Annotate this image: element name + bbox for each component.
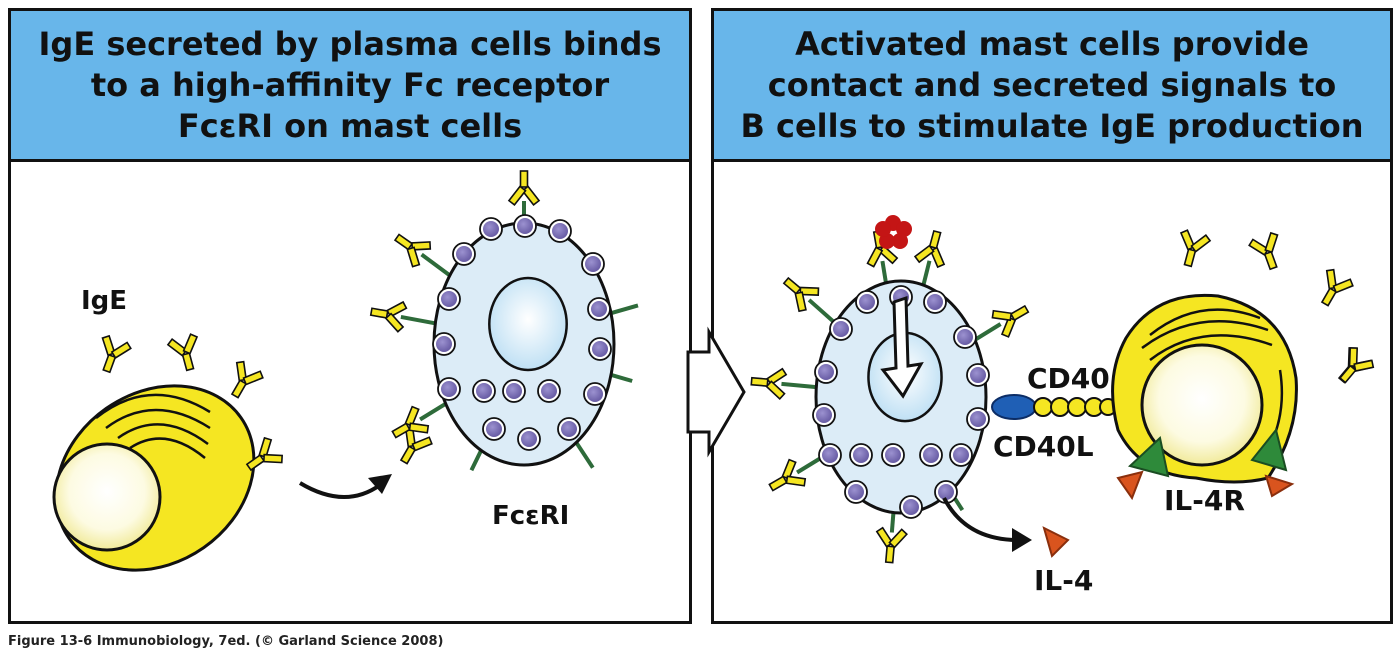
granule-core bbox=[486, 421, 502, 437]
granule-core bbox=[585, 256, 601, 272]
transition-arrow bbox=[686, 326, 746, 458]
granule-core bbox=[521, 431, 537, 447]
granule-core bbox=[561, 421, 577, 437]
left-panel-header: IgE secreted by plasma cells binds to a … bbox=[11, 11, 689, 162]
cd40-label: CD40 bbox=[1027, 362, 1110, 395]
right-panel: Activated mast cells provide contact and… bbox=[711, 8, 1393, 624]
free-ige-antibody bbox=[166, 333, 199, 372]
granule-core bbox=[970, 367, 986, 383]
il4-secretion-arrow bbox=[942, 497, 1032, 552]
plasma-cell-nucleus bbox=[52, 442, 162, 552]
granule-core bbox=[927, 294, 943, 310]
cd40-receptor bbox=[1033, 397, 1117, 417]
granule-core bbox=[903, 499, 919, 515]
fceri-label: FcεRI bbox=[492, 501, 569, 531]
ige-label: IgE bbox=[81, 286, 127, 316]
figure-caption: Figure 13-6 Immunobiology, 7ed. (© Garla… bbox=[8, 634, 444, 649]
endoplasmic-reticulum bbox=[95, 393, 211, 459]
bound-ige-antibody bbox=[750, 367, 788, 400]
antigen-icon bbox=[875, 215, 912, 249]
bound-ige-antibody bbox=[866, 230, 899, 268]
granule-core bbox=[853, 447, 869, 463]
bound-ige-antibody bbox=[393, 233, 432, 268]
left-header-line-2: to a high-affinity Fc receptor bbox=[90, 65, 610, 104]
b-cell bbox=[1111, 293, 1298, 484]
bound-ige-antibody bbox=[768, 458, 807, 492]
bound-ige-antibody bbox=[991, 304, 1030, 338]
cd40l-label: CD40L bbox=[993, 430, 1094, 463]
granule-core bbox=[859, 294, 875, 310]
right-header-line-1: Activated mast cells provide bbox=[795, 24, 1309, 63]
free-ige-antibody bbox=[1320, 268, 1354, 307]
granule-core bbox=[816, 407, 832, 423]
free-ige-antibody bbox=[101, 334, 132, 374]
free-ige-antibody bbox=[1338, 347, 1375, 384]
mast-cell-left bbox=[369, 170, 639, 472]
granule-core bbox=[822, 447, 838, 463]
il4-receptors bbox=[1127, 427, 1288, 478]
granule-core bbox=[923, 447, 939, 463]
activation-arrow bbox=[880, 295, 924, 399]
granule-core bbox=[436, 336, 452, 352]
granule-core bbox=[818, 364, 834, 380]
granule-core bbox=[441, 381, 457, 397]
il4-bound bbox=[1116, 470, 1295, 501]
granule-core bbox=[517, 218, 533, 234]
mast-cell-nucleus bbox=[488, 276, 568, 372]
binding-arrow bbox=[298, 474, 392, 499]
free-ige-antibody bbox=[230, 360, 264, 399]
bound-ige-antibody bbox=[507, 170, 541, 207]
granule-core bbox=[957, 329, 973, 345]
granule-core bbox=[833, 321, 849, 337]
granule-core bbox=[970, 411, 986, 427]
bound-ige-antibody bbox=[782, 276, 820, 313]
left-header-line-1: IgE secreted by plasma cells binds bbox=[38, 24, 662, 63]
left-header-line-3: FcεRI on mast cells bbox=[177, 106, 523, 145]
cd40l-ligand bbox=[991, 394, 1037, 420]
granule-core bbox=[483, 221, 499, 237]
granule-core bbox=[541, 383, 557, 399]
free-ige-antibody bbox=[1179, 229, 1212, 268]
mast-cell-right bbox=[750, 229, 1030, 564]
right-header-line-2: contact and secreted signals to bbox=[767, 65, 1337, 104]
il4r-label: IL-4R bbox=[1164, 484, 1245, 517]
bound-ige-antibody bbox=[391, 405, 430, 439]
right-panel-header: Activated mast cells provide contact and… bbox=[714, 11, 1390, 162]
granule-core bbox=[953, 447, 969, 463]
granule-core bbox=[591, 301, 607, 317]
granule-core bbox=[885, 447, 901, 463]
granule-core bbox=[506, 383, 522, 399]
granule-core bbox=[476, 383, 492, 399]
free-ige-antibody bbox=[245, 436, 283, 472]
granule-core bbox=[848, 484, 864, 500]
bound-ige-antibody bbox=[913, 229, 946, 269]
granule-core bbox=[938, 484, 954, 500]
free-ige-antibody bbox=[1248, 231, 1279, 271]
granule-core bbox=[592, 341, 608, 357]
granule-core bbox=[552, 223, 568, 239]
bound-ige-antibody bbox=[369, 300, 408, 333]
granule-core bbox=[587, 386, 603, 402]
b-cell-nucleus bbox=[1140, 343, 1264, 467]
granule-core bbox=[441, 291, 457, 307]
bound-ige-antibody bbox=[875, 526, 908, 564]
il4-label: IL-4 bbox=[1034, 564, 1093, 597]
plasma-cell bbox=[52, 384, 256, 572]
right-header-line-3: B cells to stimulate IgE production bbox=[740, 106, 1364, 145]
il4-molecule bbox=[1042, 526, 1070, 558]
granule-core bbox=[456, 246, 472, 262]
